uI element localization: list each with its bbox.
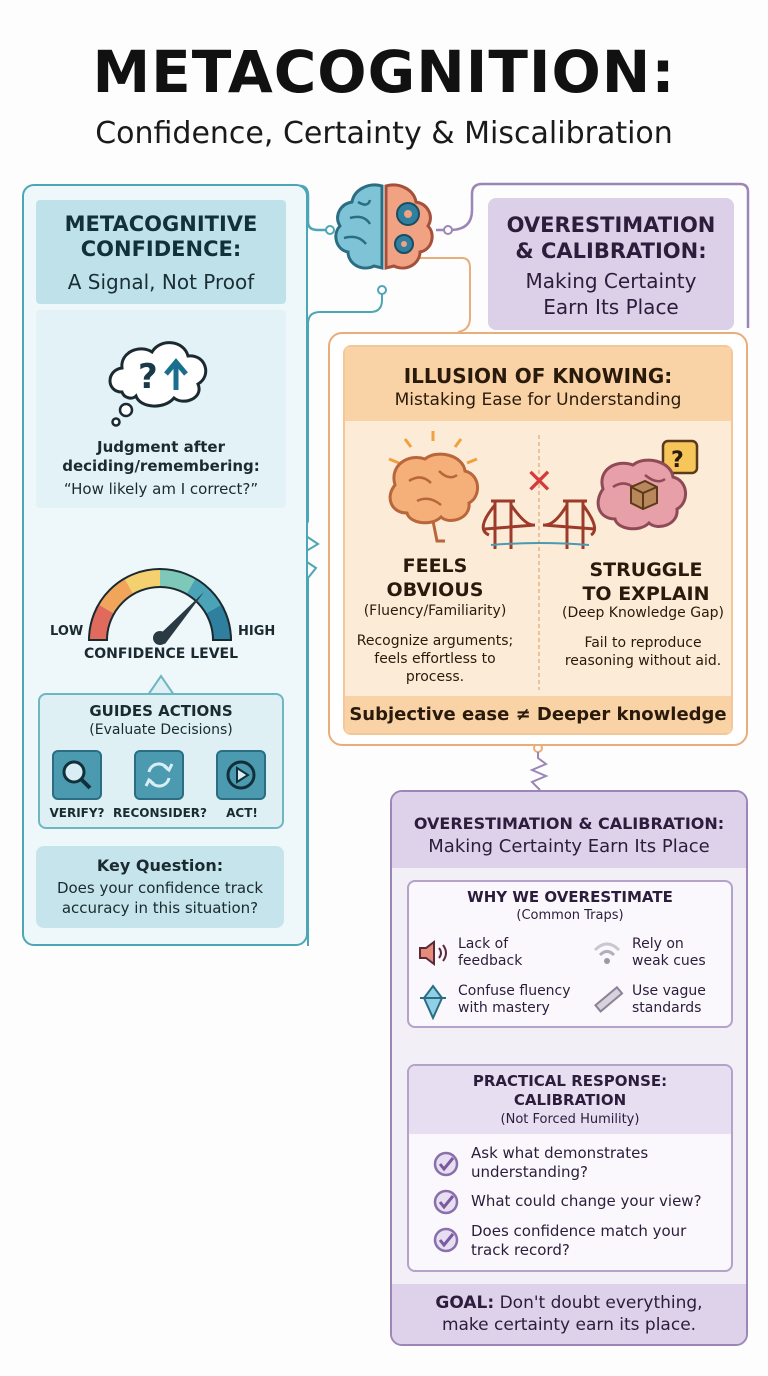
iceberg-icon	[420, 984, 446, 1020]
practical-item: Ask what demonstrates understanding?	[471, 1144, 649, 1181]
struggle-heading: STRUGGLE TO EXPLAIN	[582, 559, 710, 605]
knowledge-gap-label: (Deep Knowledge Gap)	[562, 605, 724, 621]
act-button[interactable]	[216, 750, 266, 800]
page-title: METACOGNITION:	[92, 38, 676, 106]
key-question-box	[36, 846, 284, 928]
brain-gears-icon	[334, 183, 434, 270]
practical-title: PRACTICAL RESPONSE: CALIBRATION	[472, 1072, 668, 1109]
reconsider-button[interactable]	[134, 750, 184, 800]
left-panel-title: METACOGNITIVE CONFIDENCE:	[64, 212, 258, 261]
left-panel-header	[36, 200, 286, 304]
why-item-cues: Rely on weak cues	[632, 936, 706, 969]
goal-text: GOAL: Don't doubt everything, make certa…	[435, 1293, 703, 1335]
judgment-quote: “How likely am I correct?”	[63, 480, 259, 498]
why-subtitle: (Common Traps)	[516, 908, 624, 923]
broken-bridge-icon	[481, 499, 597, 549]
confused-brain-icon: ?	[596, 439, 699, 531]
illusion-footer-text: Subjective ease ≠ Deeper knowledge	[349, 704, 727, 725]
practical-subtitle: (Not Forced Humility)	[500, 1112, 640, 1127]
why-overestimate-box	[407, 880, 733, 1028]
illusion-header	[345, 347, 731, 421]
why-title: WHY WE OVERESTIMATE	[467, 888, 673, 906]
verify-button[interactable]	[52, 750, 102, 800]
gauge-segment	[205, 604, 231, 641]
act-label: ACT!	[226, 806, 258, 820]
fluency-label: (Fluency/Familiarity)	[363, 603, 507, 619]
gauge-low-label: LOW	[50, 624, 84, 639]
calibration-header	[392, 792, 746, 868]
left-panel-subtitle: A Signal, Not Proof	[67, 270, 255, 294]
gauge-segment	[98, 578, 134, 614]
right-top-subtitle: Making Certainty Earn Its Place	[525, 269, 697, 319]
illusion-illustration: ✕ ?	[388, 431, 699, 690]
refresh-icon	[144, 762, 174, 788]
ruler-icon	[594, 985, 624, 1013]
feels-obvious-desc: Recognize arguments; feels effortless to…	[356, 633, 514, 685]
illusion-title: ILLUSION OF KNOWING:	[403, 364, 673, 388]
practical-item: Does confidence match your track record?	[471, 1222, 687, 1259]
page-subtitle: Confidence, Certainty & Miscalibration	[95, 116, 673, 151]
check-icon	[433, 1227, 459, 1253]
cross-icon: ✕	[525, 462, 554, 502]
gauge-high-label: HIGH	[238, 624, 276, 639]
check-icon	[433, 1151, 459, 1177]
why-item-fluency: Confuse fluency with mastery	[458, 983, 571, 1016]
struggle-desc: Fail to reproduce reasoning without aid.	[564, 635, 722, 669]
key-question-title: Key Question:	[96, 856, 224, 875]
actions-title: GUIDES ACTIONS	[89, 702, 233, 720]
calibration-subtitle: Making Certainty Earn Its Place	[428, 836, 710, 857]
gauge-segment	[159, 569, 196, 595]
overestimation-header-card	[488, 198, 734, 330]
actions-subtitle: (Evaluate Decisions)	[89, 722, 233, 738]
magnifier-icon	[62, 760, 92, 790]
key-question-text: Does your confidence track accuracy in t…	[56, 879, 264, 917]
reconsider-label: RECONSIDER?	[113, 806, 207, 820]
illusion-subtitle: Mistaking Ease for Understanding	[394, 390, 682, 410]
callout-pointer	[147, 674, 175, 696]
gauge-outline	[87, 568, 233, 641]
right-top-title: OVERESTIMATION & CALIBRATION:	[506, 213, 716, 263]
gauge-segment	[186, 578, 222, 614]
confidence-gauge	[87, 568, 233, 645]
goal-box	[392, 1284, 746, 1344]
judgment-heading: Judgment after deciding/remembering:	[62, 438, 260, 475]
glowing-brain-icon	[388, 431, 479, 543]
practical-item: What could change your view?	[471, 1192, 702, 1210]
practical-header	[409, 1066, 731, 1134]
signal-icon	[593, 942, 621, 964]
feels-obvious-heading: FEELS OBVIOUS	[386, 555, 484, 601]
gauge-segment	[124, 569, 161, 595]
question-badge: ?	[671, 448, 684, 473]
gauge-hub	[153, 631, 167, 645]
gauge-segment	[89, 604, 115, 641]
gauge-title: CONFIDENCE LEVEL	[83, 646, 239, 662]
speaker-icon	[419, 940, 447, 966]
play-icon	[226, 760, 256, 790]
gauge-needle	[156, 592, 204, 644]
why-item-feedback: Lack of feedback	[458, 936, 523, 969]
check-icon	[433, 1189, 459, 1215]
illusion-footer	[345, 696, 731, 733]
thought-cloud-icon: ?	[108, 341, 208, 427]
goal-label: GOAL:	[435, 1293, 495, 1313]
calibration-title: OVERESTIMATION & CALIBRATION:	[413, 814, 725, 833]
question-glyph: ?	[138, 357, 158, 397]
why-item-standards: Use vague standards	[632, 983, 706, 1016]
verify-label: VERIFY?	[49, 806, 105, 820]
